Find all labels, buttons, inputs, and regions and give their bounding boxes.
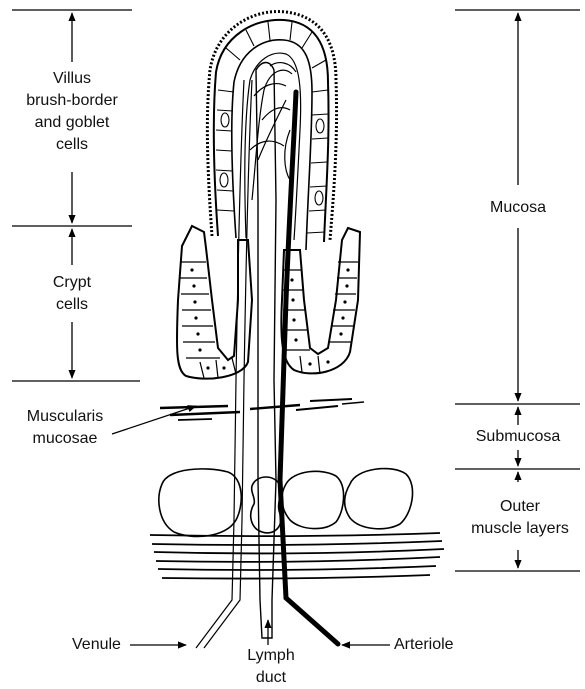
crypt-label-line2: cells — [18, 294, 126, 316]
nodule-right — [345, 469, 413, 529]
lymph-duct-label-line1: Lymph — [236, 645, 306, 667]
muscularis-mucosae-layer — [160, 399, 364, 420]
right-crypt — [281, 228, 360, 374]
arteriole-label: Arteriole — [394, 634, 474, 656]
crypt-label: Crypt cells — [18, 272, 126, 316]
pointer-arrows — [112, 406, 390, 645]
nodule-center — [282, 471, 344, 528]
left-scale-bars — [12, 10, 140, 381]
left-crypt — [177, 226, 252, 379]
submucosa-nodules — [159, 469, 413, 537]
right-scale-bars — [455, 10, 580, 571]
villus-label-line1: Villus — [18, 68, 126, 90]
venule-label: Venule — [72, 634, 132, 656]
villus-label: Villus brush-border and goblet cells — [18, 68, 126, 156]
villus-label-line4: cells — [18, 134, 126, 156]
mucosa-label: Mucosa — [460, 197, 576, 219]
outer-muscle-label: Outer muscle layers — [456, 496, 584, 540]
muscularis-label-line1: Muscularis — [6, 406, 124, 428]
outer-muscle-label-line2: muscle layers — [456, 518, 584, 540]
outer-muscle-label-line1: Outer — [456, 496, 584, 518]
muscularis-label: Muscularis mucosae — [6, 406, 124, 450]
submucosa-label: Submucosa — [456, 426, 580, 448]
muscularis-label-line2: mucosae — [6, 428, 124, 450]
lymph-duct — [256, 63, 276, 639]
villus-label-line2: brush-border — [18, 90, 126, 112]
outer-muscle-layers — [150, 533, 444, 579]
crypt-label-line1: Crypt — [18, 272, 126, 294]
villus-label-line3: and goblet — [18, 112, 126, 134]
lymph-duct-label-line2: duct — [236, 667, 306, 689]
nodule-left — [159, 469, 241, 537]
lymph-duct-label: Lymph duct — [236, 645, 306, 689]
